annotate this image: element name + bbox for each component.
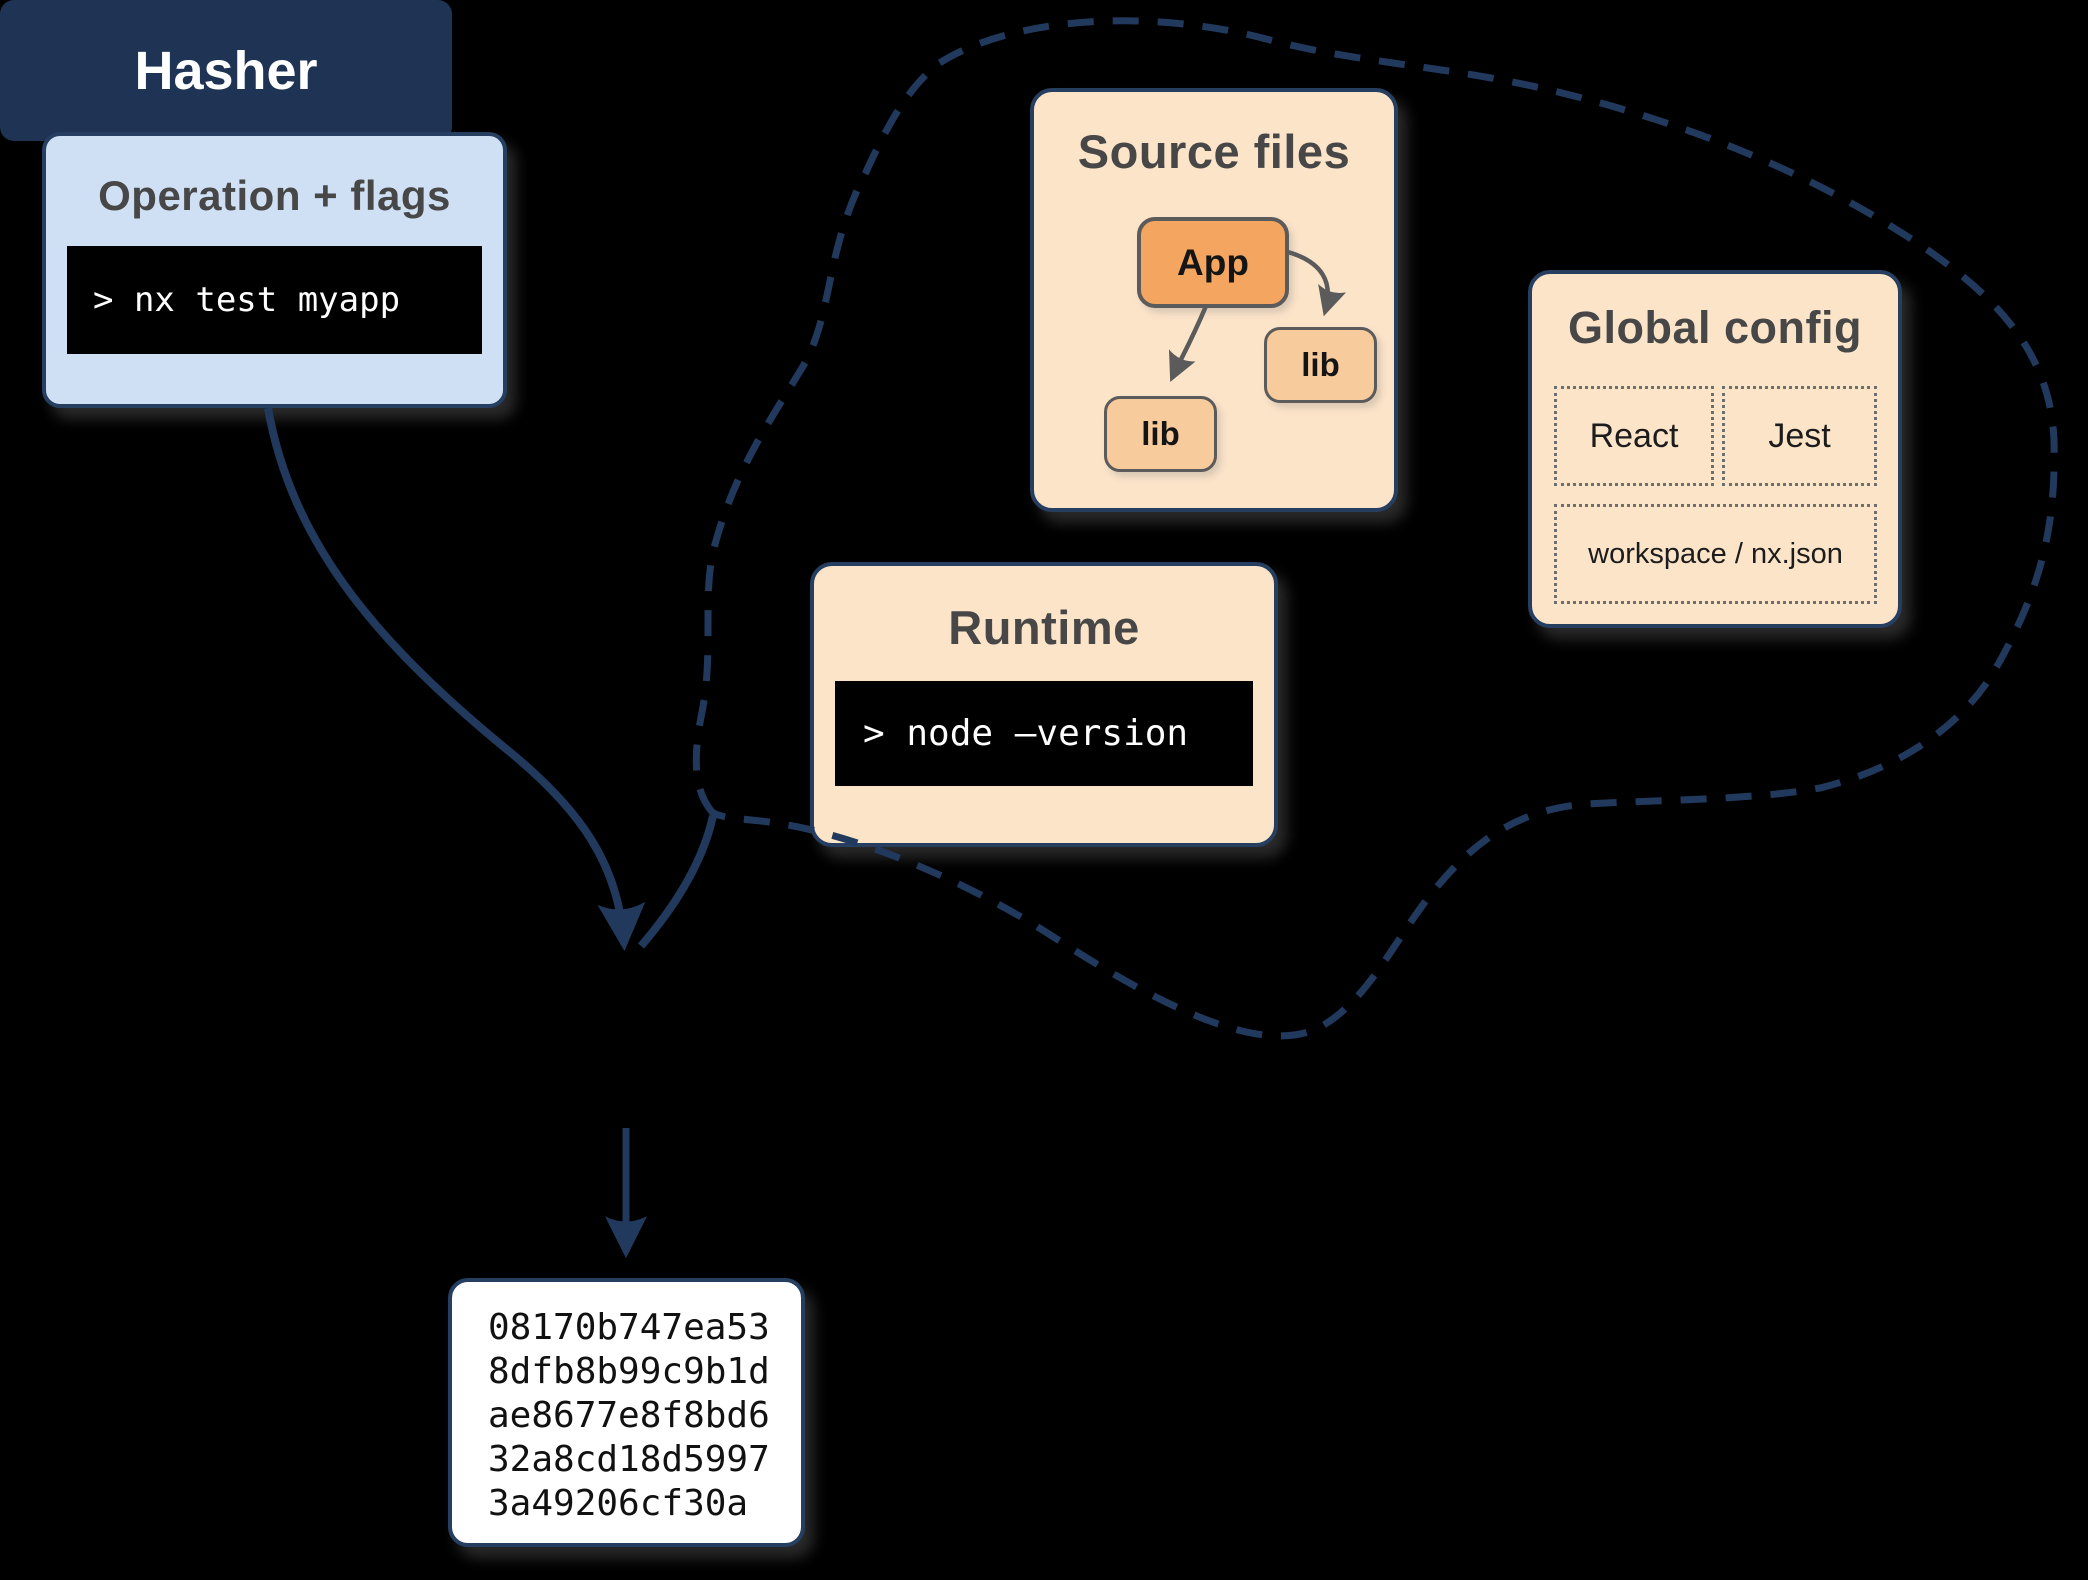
arrow-operation-to-hasher — [264, 407, 646, 952]
runtime-terminal: > node –version — [835, 681, 1253, 786]
source-files-title: Source files — [1077, 125, 1351, 178]
runtime-box: Runtime > node –version — [810, 562, 1278, 847]
app-node: App — [1137, 217, 1289, 308]
operation-terminal: > nx test myapp — [67, 246, 482, 354]
config-item-jest: Jest — [1722, 386, 1877, 486]
lib-node-left: lib — [1104, 396, 1217, 472]
hasher-label: Hasher — [134, 40, 318, 101]
global-config-box: Global config React Jest workspace / nx.… — [1528, 270, 1902, 628]
config-item-react-label: React — [1589, 416, 1679, 455]
hash-line: ae8677e8f8bd6 — [488, 1395, 770, 1436]
app-node-label: App — [1177, 241, 1249, 283]
lib-node-left-label: lib — [1141, 415, 1180, 452]
arrow-cloud-to-hasher — [637, 815, 717, 949]
config-item-jest-label: Jest — [1768, 416, 1831, 455]
operation-flags-box: Operation + flags > nx test myapp — [42, 132, 507, 408]
operation-flags-title: Operation + flags — [98, 172, 451, 219]
lib-node-right-label: lib — [1301, 346, 1340, 383]
hasher-box: Hasher — [0, 0, 452, 141]
hash-output-box: 08170b747ea53 8dfb8b99c9b1d ae8677e8f8bd… — [448, 1278, 805, 1547]
config-item-react: React — [1554, 386, 1714, 486]
runtime-title: Runtime — [948, 601, 1140, 654]
source-files-box: Source files App lib lib — [1030, 88, 1398, 512]
config-item-workspace-label: workspace / nx.json — [1588, 537, 1843, 570]
config-item-workspace-nxjson: workspace / nx.json — [1554, 504, 1877, 604]
hash-line: 8dfb8b99c9b1d — [488, 1351, 770, 1392]
hash-line: 32a8cd18d5997 — [488, 1439, 770, 1480]
operation-command: > nx test myapp — [93, 280, 401, 320]
hash-line: 3a49206cf30a — [488, 1483, 749, 1524]
runtime-command: > node –version — [863, 713, 1189, 754]
global-config-title: Global config — [1568, 302, 1862, 353]
lib-node-right: lib — [1264, 327, 1377, 403]
hash-line: 08170b747ea53 — [488, 1307, 770, 1348]
